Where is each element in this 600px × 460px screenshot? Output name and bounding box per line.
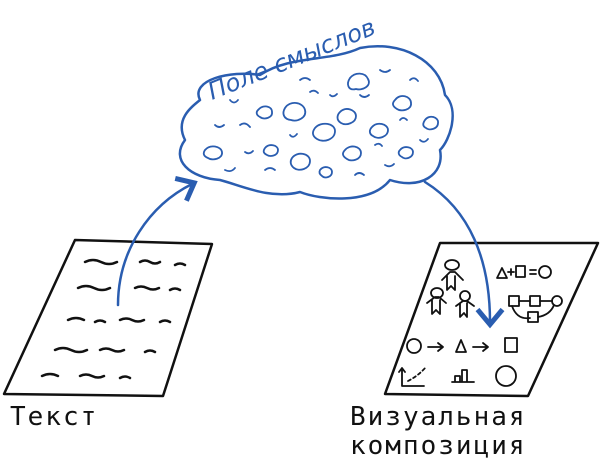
- visual-composition-sheet: [383, 241, 600, 398]
- equation-icon: [496, 265, 552, 279]
- visual-composition-label-line2: композиция: [350, 431, 527, 460]
- text-label: Текст: [10, 402, 98, 432]
- chart-icons: [398, 365, 517, 387]
- arrow-text-to-cloud: [116, 175, 198, 307]
- flowchart-icon: [508, 295, 563, 323]
- text-lines: [40, 258, 187, 380]
- cloud-title: Поле смыслов: [204, 13, 380, 106]
- arrow-cloud-to-composition: [423, 180, 505, 329]
- meaning-field-cloud: [178, 45, 454, 200]
- transformation-icon: [406, 337, 518, 354]
- visual-composition-label-line1: Визуальная: [350, 402, 527, 432]
- text-sheet: [2, 238, 214, 398]
- people-icon: [426, 259, 475, 318]
